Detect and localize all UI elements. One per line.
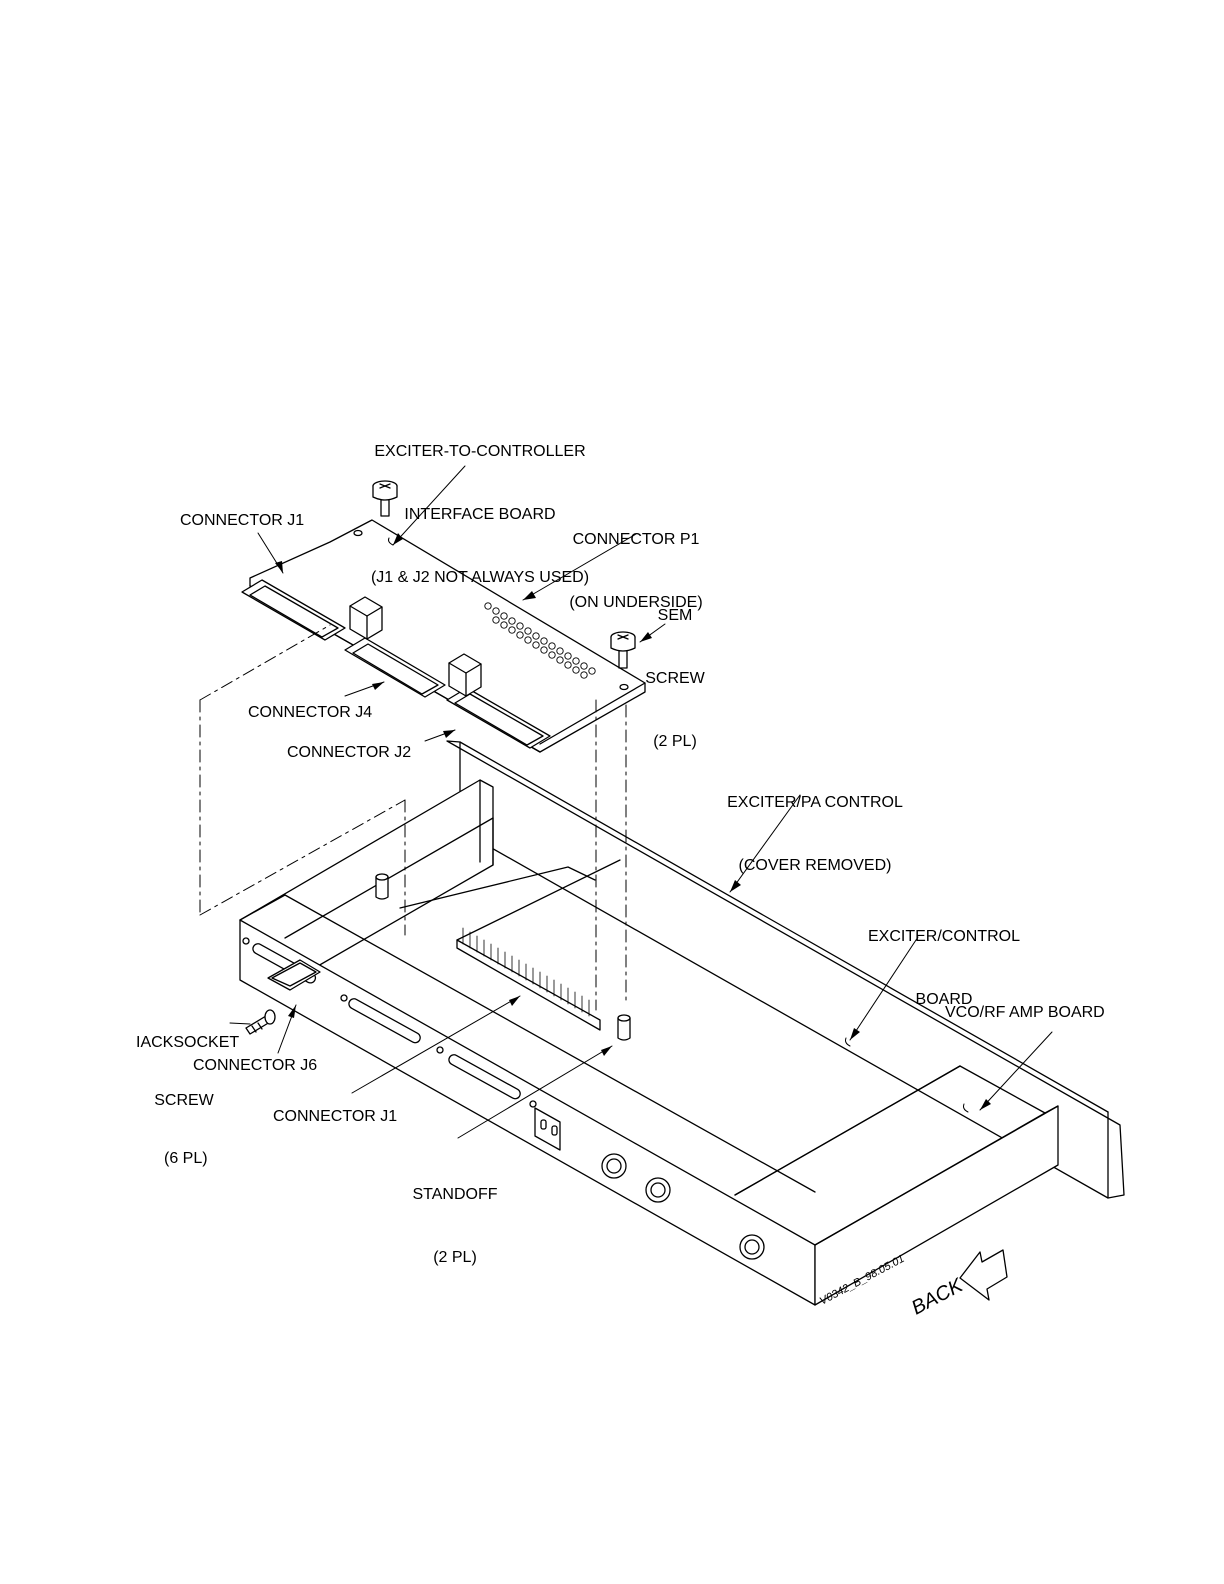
board-dsub-connectors [241, 579, 551, 749]
standoff [375, 873, 631, 1041]
exciter-control-board [399, 859, 621, 1031]
connector-j6-label: CONNECTOR J6 [193, 1057, 318, 1074]
exciter-pa-control-chassis [239, 740, 1125, 1306]
connector-j4-label: CONNECTOR J4 [248, 704, 373, 721]
standoff-label: STANDOFF (2 PL) [412, 1186, 498, 1266]
vco-rf-amp-board-label: VCO/RF AMP BOARD [945, 1004, 1105, 1021]
back-label: BACK [908, 1274, 968, 1320]
jacksocket-screw [245, 1009, 276, 1035]
interface-board [241, 519, 646, 753]
exciter-pa-control-label: EXCITER/PA CONTROL (COVER REMOVED) [727, 794, 903, 874]
sem-screw [372, 480, 636, 669]
front-panel-connectors [242, 937, 765, 1260]
leader-lines [229, 465, 1053, 1139]
connector-j1-top-label: CONNECTOR J1 [180, 512, 305, 529]
exciter-control-board-label: EXCITER/CONTROL BOARD [867, 928, 1020, 1008]
sem-screw-label: SEM SCREW (2 PL) [645, 607, 705, 750]
connector-p1-label: CONNECTOR P1 (ON UNDERSIDE) [569, 531, 703, 611]
vco-rf-amp-board [734, 1065, 961, 1196]
alignment-lines [199, 624, 627, 1011]
connector-j1-bottom-label: CONNECTOR J1 [273, 1108, 398, 1125]
back-arrow-icon [959, 1249, 1008, 1301]
jacksocket-screw-label: IACKSOCKET SCREW (6 PL) [136, 1034, 240, 1167]
interface-board-label: EXCITER-TO-CONTROLLER INTERFACE BOARD (J… [370, 443, 590, 586]
connector-j2-label: CONNECTOR J2 [287, 744, 412, 761]
